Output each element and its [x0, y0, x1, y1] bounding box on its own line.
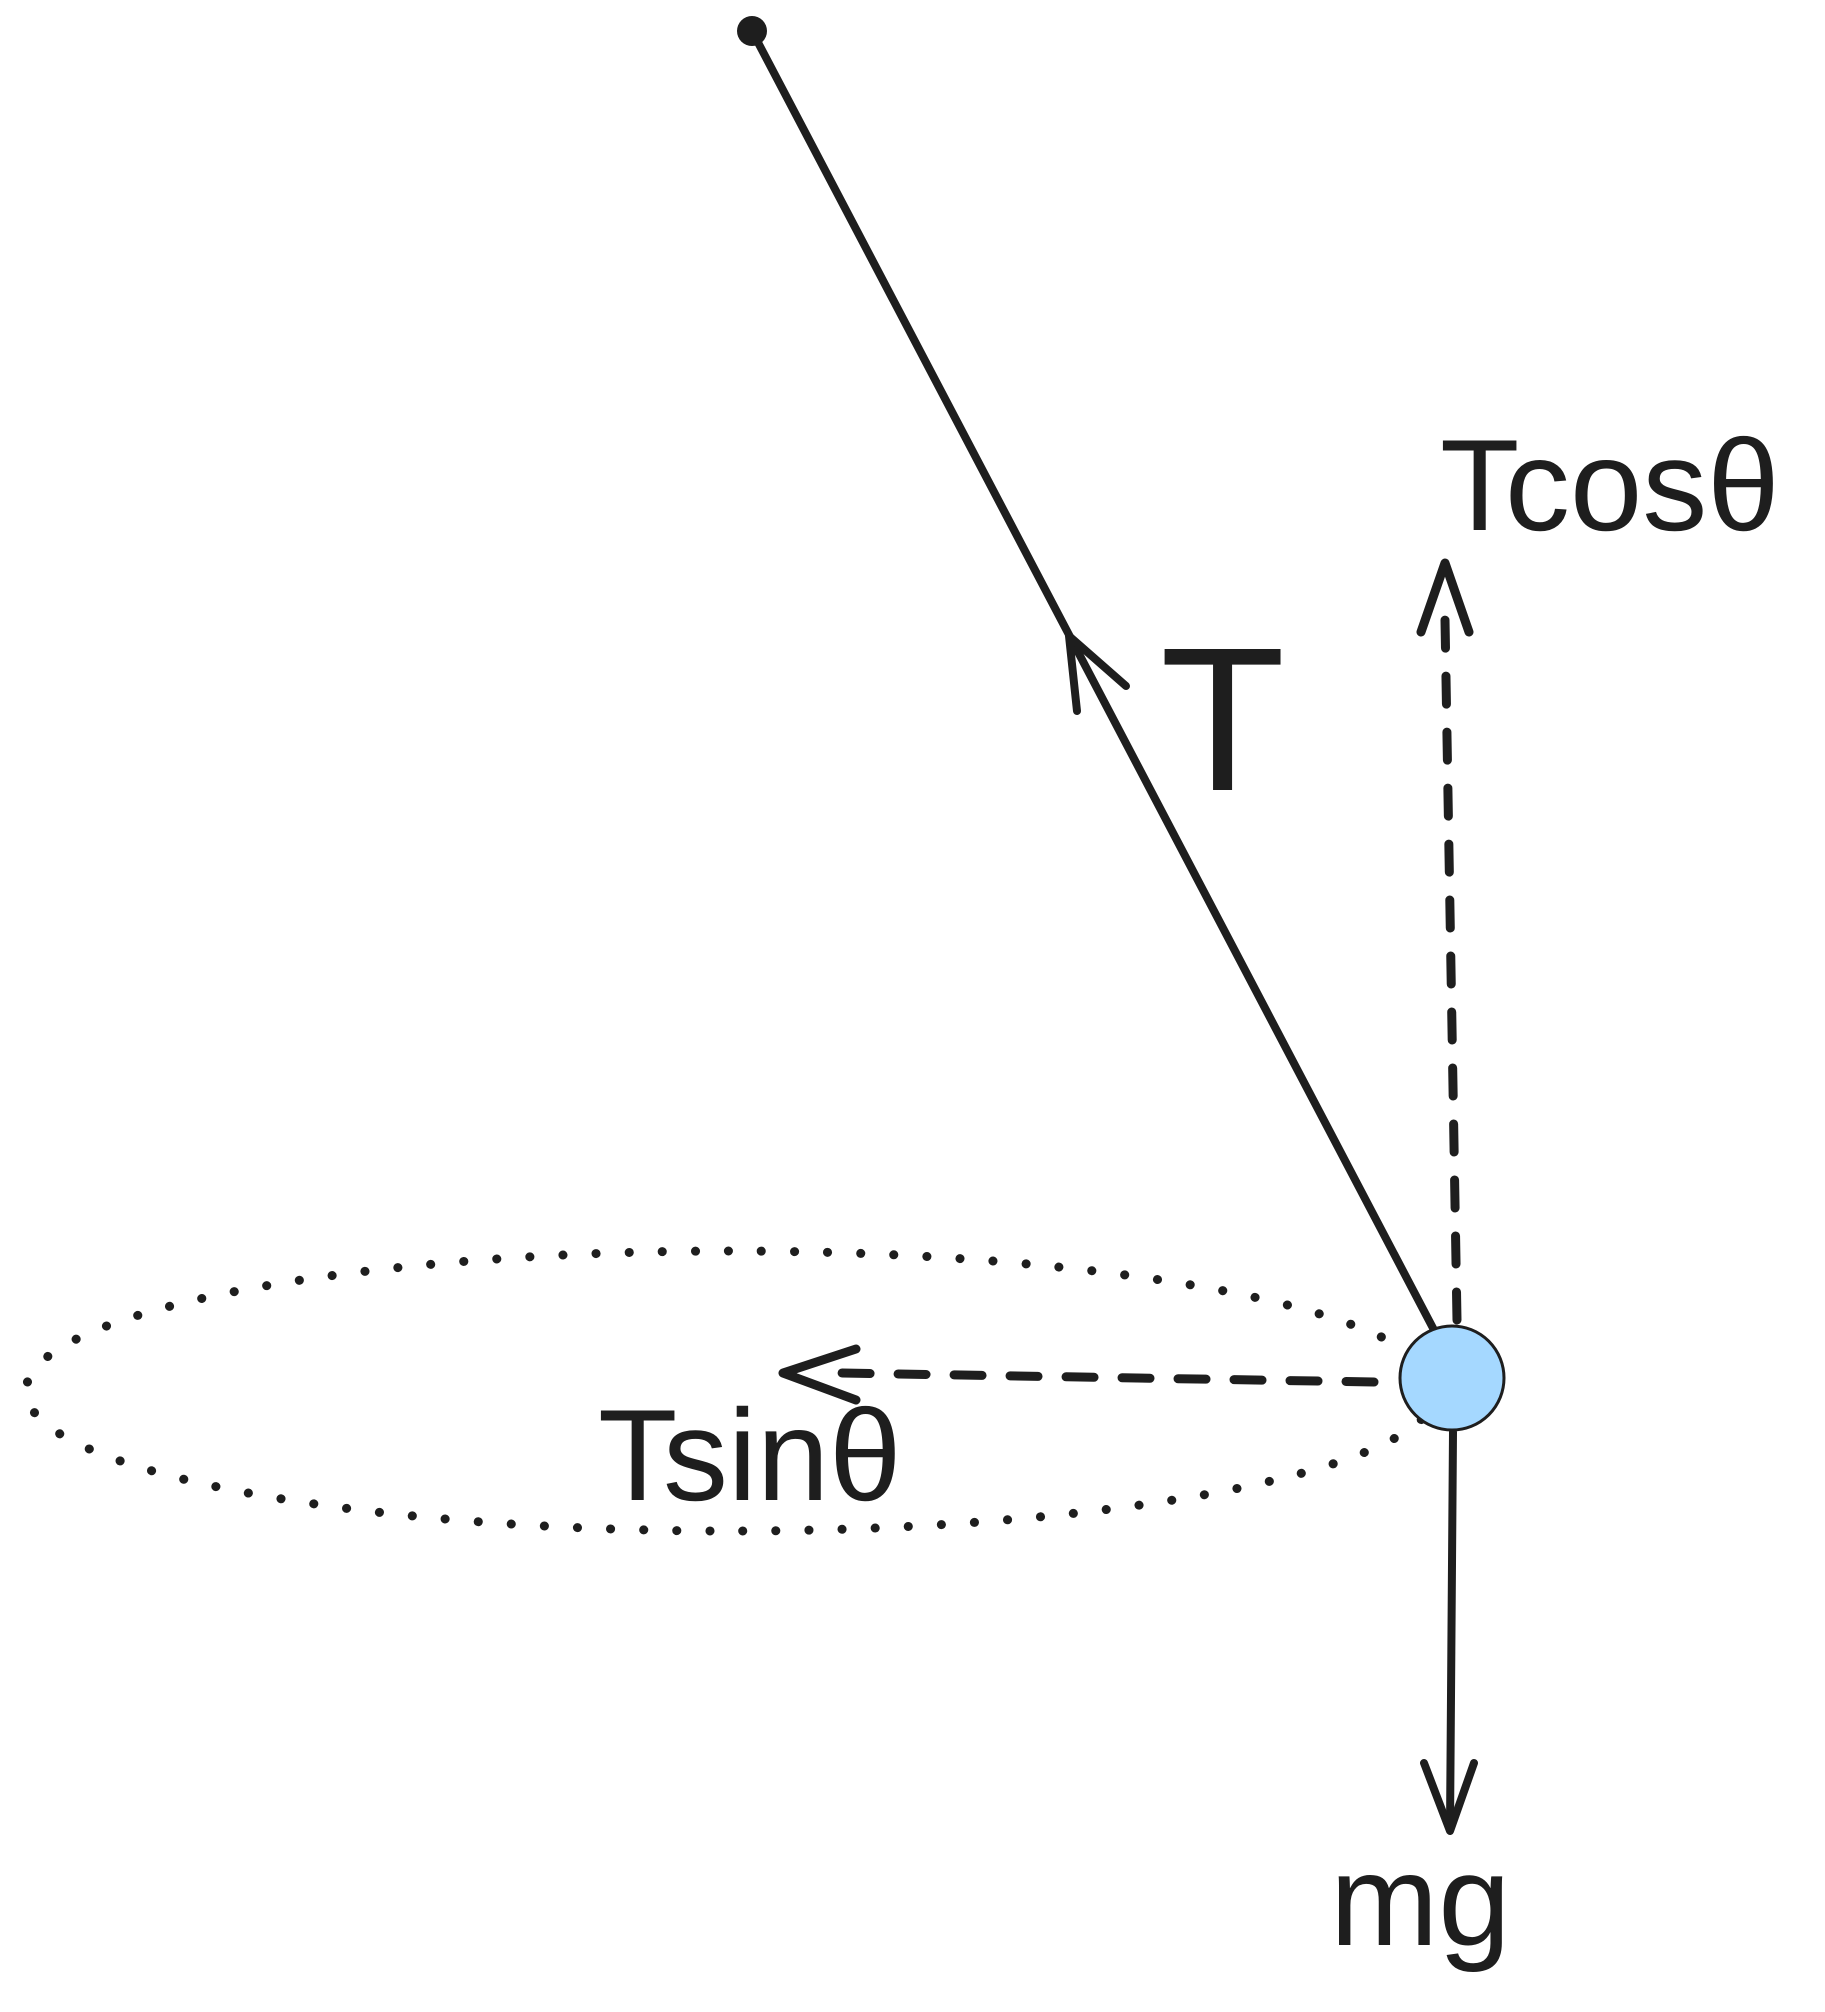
tension-label: T: [1160, 605, 1285, 834]
horizontal-component-arrowhead: [778, 1344, 861, 1405]
horizontal-component-line: [835, 1368, 1379, 1387]
tension-arrowhead: [1065, 632, 1130, 715]
bob: [1398, 1324, 1506, 1432]
vertical-component-label: Tcosθ: [1440, 412, 1780, 558]
vertical-component-line: [1440, 615, 1462, 1325]
weight-label: mg: [1330, 1827, 1511, 1973]
pivot-point: [737, 16, 767, 46]
weight-arrow-line: [1446, 1428, 1457, 1832]
weight-arrowhead: [1420, 1759, 1478, 1835]
string: [748, 27, 1438, 1334]
horizontal-component-label: Tsinθ: [598, 1382, 901, 1528]
vertical-component-arrowhead: [1416, 558, 1474, 637]
